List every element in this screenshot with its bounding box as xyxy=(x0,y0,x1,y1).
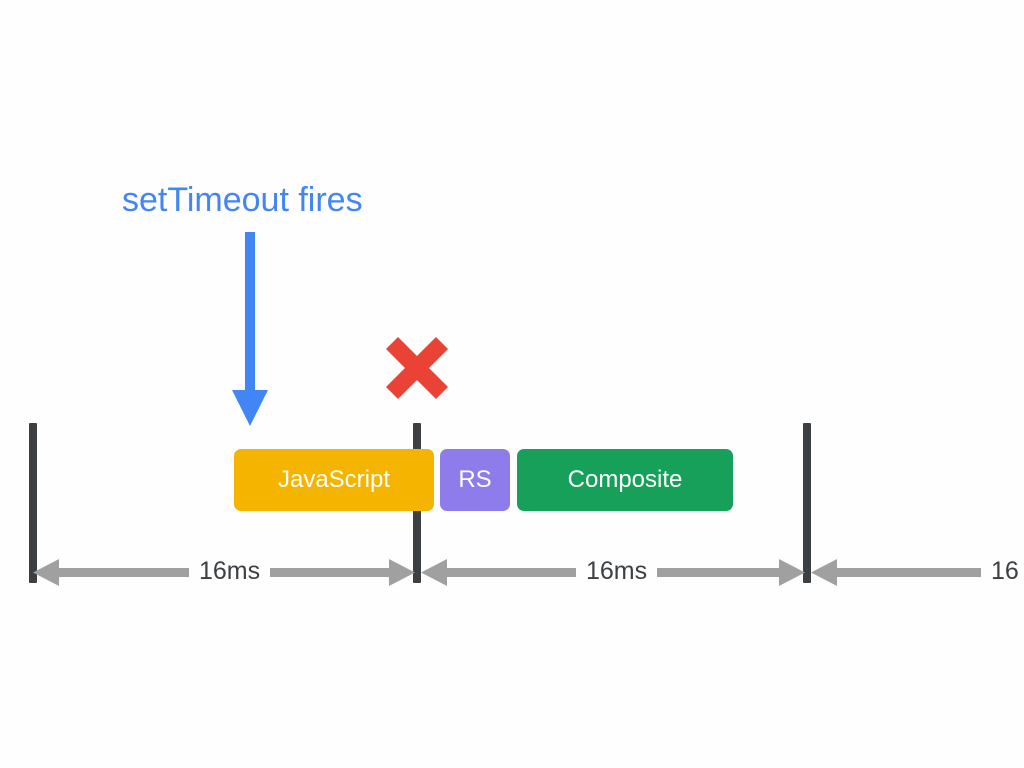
task-bar-composite[interactable]: Composite xyxy=(517,449,733,511)
task-bar-javascript[interactable]: JavaScript xyxy=(234,449,434,511)
frame-budget-label-0: 16ms xyxy=(189,554,271,588)
task-bar-recalc-style[interactable]: RS xyxy=(440,449,510,511)
down-arrow-icon xyxy=(226,232,274,428)
frame-boundary-tick-2 xyxy=(803,423,811,583)
frame-budget-label-2: 16 xyxy=(981,554,1024,588)
frame-boundary-tick-0 xyxy=(29,423,37,583)
double-arrow-icon xyxy=(811,559,1024,586)
red-x-icon xyxy=(382,336,452,400)
settimeout-annotation-label: setTimeout fires xyxy=(122,181,363,219)
frame-budget-label-1: 16ms xyxy=(576,554,658,588)
frame-budget-dimension-2: 16 xyxy=(811,554,1024,590)
frame-budget-dimension-0: 16ms xyxy=(33,554,415,590)
frame-budget-dimension-1: 16ms xyxy=(421,554,805,590)
